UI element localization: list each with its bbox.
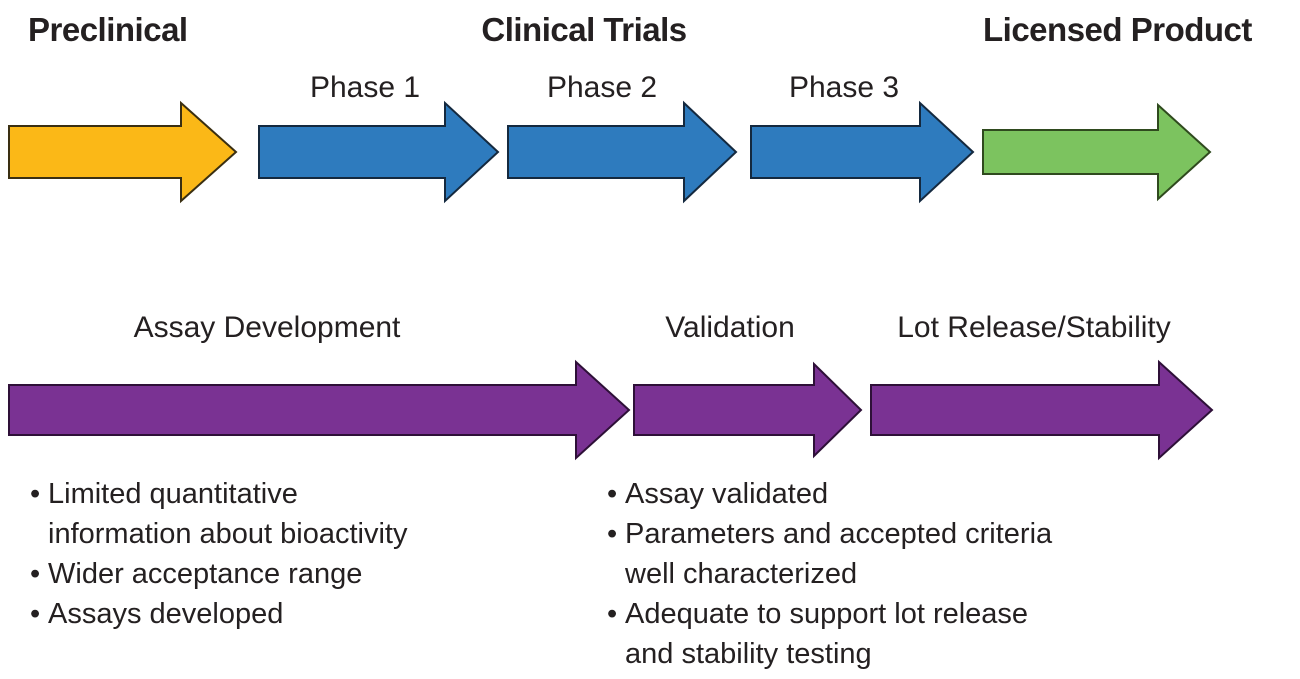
bullet-text: Wider acceptance range [48, 558, 363, 590]
bullet-text: Assay validated [625, 478, 829, 510]
bullet-item: • Adequate to support lot release and st… [607, 594, 1167, 674]
bullet-marker: • [607, 598, 618, 630]
bullet-marker: • [607, 518, 618, 550]
bullet-text: Limited quantitative [48, 478, 298, 510]
bullet-item: • Assays developed [30, 594, 550, 634]
phase-1-label: Phase 1 [309, 71, 421, 104]
lot-release-stability-label: Lot Release/Stability [897, 311, 1171, 344]
bullet-marker: • [607, 478, 618, 510]
arrow-assay-development [8, 359, 631, 461]
section-title-preclinical: Preclinical [28, 11, 188, 48]
bullet-item: • Parameters and accepted criteria well … [607, 514, 1167, 594]
bullet-list-assay-development: • Limited quantitative information about… [30, 474, 550, 634]
arrow-licensed-product [982, 102, 1212, 202]
bullet-marker: • [30, 598, 41, 630]
section-title-clinical-trials: Clinical Trials [481, 11, 687, 48]
bullet-text: well characterized [625, 558, 858, 590]
bullet-text: Assays developed [48, 598, 284, 630]
arrow-phase-3 [750, 100, 975, 204]
arrow-validation [633, 361, 863, 459]
validation-label: Validation [665, 311, 795, 344]
arrow-lot-release [870, 359, 1214, 461]
assay-development-label: Assay Development [133, 311, 401, 344]
arrow-phase-1 [258, 100, 500, 204]
bullet-list-validation: • Assay validated • Parameters and accep… [607, 474, 1167, 674]
section-title-licensed-product: Licensed Product [983, 11, 1252, 48]
bullet-text: and stability testing [625, 638, 872, 670]
arrow-phase-2 [507, 100, 738, 204]
phase-2-label: Phase 2 [546, 71, 658, 104]
bullet-item: • Limited quantitative information about… [30, 474, 550, 554]
bullet-item: • Wider acceptance range [30, 554, 550, 594]
bullet-item: • Assay validated [607, 474, 1167, 514]
bullet-marker: • [30, 478, 41, 510]
bullet-marker: • [30, 558, 41, 590]
arrow-preclinical [8, 100, 238, 204]
bullet-text: information about bioactivity [48, 518, 408, 550]
bullet-text: Adequate to support lot release [625, 598, 1029, 630]
bullet-text: Parameters and accepted criteria [625, 518, 1053, 550]
phase-3-label: Phase 3 [788, 71, 900, 104]
